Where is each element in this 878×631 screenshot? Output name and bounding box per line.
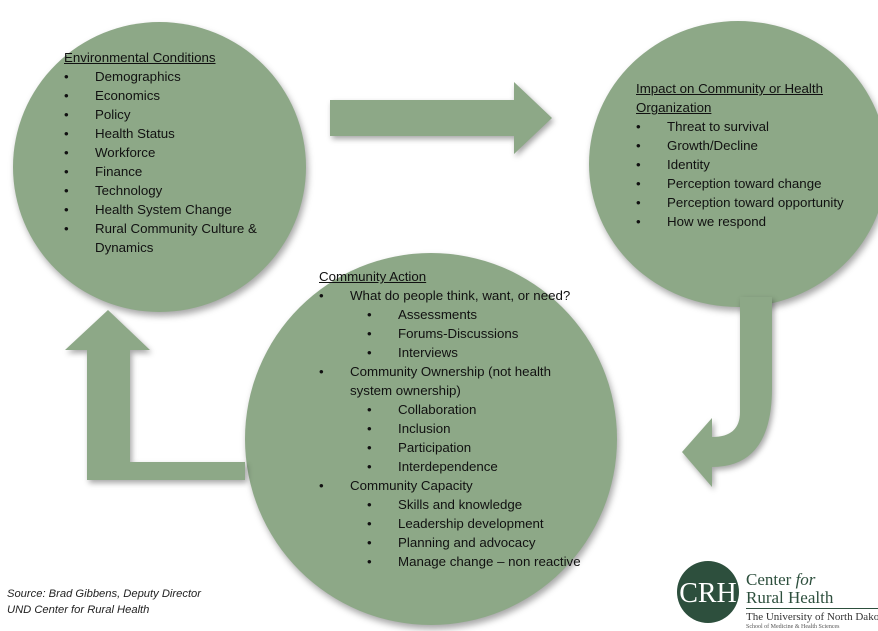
bent-up-arrow: [65, 310, 245, 480]
list-item: Inclusion: [319, 419, 609, 438]
logo-school: School of Medicine & Health Sciences: [746, 624, 840, 630]
logo-text: Center for Rural Health The University o…: [746, 571, 878, 631]
environmental-conditions-title: Environmental Conditions: [64, 50, 216, 65]
list-item: Health System Change: [64, 200, 284, 219]
list-item: Rural Community Culture & Dynamics: [64, 219, 263, 257]
list-item: Perception toward change: [636, 174, 876, 193]
group-label: Community Capacity: [319, 476, 609, 495]
list-item: Finance: [64, 162, 284, 181]
list-item: Identity: [636, 155, 876, 174]
right-arrow: [330, 82, 552, 154]
list-item: How we respond: [636, 212, 876, 231]
logo-center: Center: [746, 570, 792, 589]
list-item: Perception toward opportunity: [636, 193, 876, 212]
list-item: Interviews: [319, 343, 609, 362]
list-item: Demographics: [64, 67, 284, 86]
list-item: Leadership development: [319, 514, 609, 533]
source-citation: Source: Brad Gibbens, Deputy Director UN…: [7, 586, 201, 618]
list-item: Planning and advocacy: [319, 533, 609, 552]
list-item: Assessments: [319, 305, 609, 324]
list-item: Interdependence: [319, 457, 609, 476]
source-line-2: UND Center for Rural Health: [7, 604, 150, 616]
group-label: Community Ownership (not health system o…: [319, 362, 582, 400]
list-item: Economics: [64, 86, 284, 105]
community-action-list: What do people think, want, or need? Ass…: [319, 286, 609, 571]
list-item: Collaboration: [319, 400, 609, 419]
group-label: What do people think, want, or need?: [319, 286, 609, 305]
crh-logo: CRH Center for Rural Health The Universi…: [676, 560, 878, 630]
logo-mark-text: CRH: [679, 578, 737, 609]
logo-for: for: [795, 570, 816, 589]
list-item: Participation: [319, 438, 609, 457]
community-action-block: Community Action What do people think, w…: [319, 267, 609, 571]
list-item: Workforce: [64, 143, 284, 162]
environmental-conditions-block: Environmental Conditions Demographics Ec…: [64, 48, 284, 257]
impact-title: Impact on Community or Health Organizati…: [636, 81, 823, 115]
list-item: Technology: [64, 181, 284, 200]
source-line-1: Source: Brad Gibbens, Deputy Director: [7, 588, 202, 600]
list-item: Skills and knowledge: [319, 495, 609, 514]
environmental-conditions-list: Demographics Economics Policy Health Sta…: [64, 67, 284, 257]
list-item: Manage change – non reactive: [319, 552, 609, 571]
logo-divider: [746, 608, 878, 609]
crh-logo-mark-icon: CRH: [677, 561, 739, 623]
list-item: Threat to survival: [636, 117, 876, 136]
list-item: Forums-Discussions: [319, 324, 609, 343]
list-item: Policy: [64, 105, 284, 124]
impact-block: Impact on Community or Health Organizati…: [636, 79, 876, 231]
curved-down-left-arrow: [682, 297, 772, 487]
community-action-title: Community Action: [319, 269, 427, 284]
logo-rural-health: Rural Health: [746, 588, 834, 607]
list-item: Health Status: [64, 124, 284, 143]
list-item: Growth/Decline: [636, 136, 876, 155]
logo-university: The University of North Dako: [746, 611, 878, 623]
impact-list: Threat to survival Growth/Decline Identi…: [636, 117, 876, 231]
